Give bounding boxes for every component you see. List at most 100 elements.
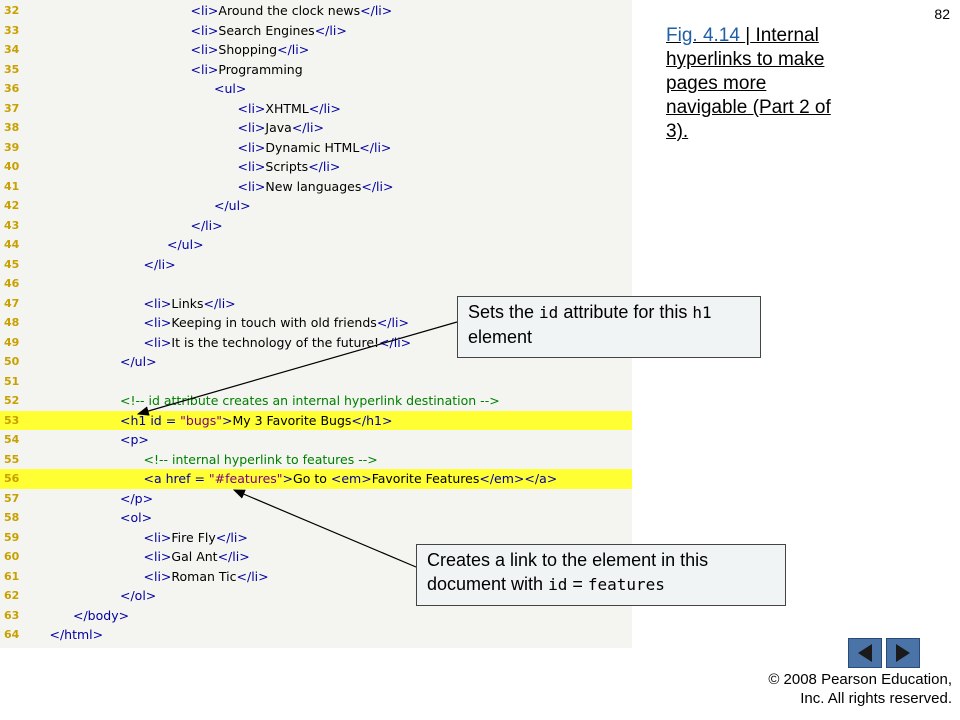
code-line: 40 <li>Scripts</li>: [0, 157, 632, 177]
code-token-txt: Dynamic HTML: [265, 139, 360, 155]
copyright-line-2: Inc. All rights reserved.: [800, 690, 952, 707]
line-number: 42: [4, 199, 20, 212]
line-number: 49: [4, 335, 20, 349]
line-number: 52: [4, 394, 20, 407]
code-text: <li>New languages</li>: [238, 177, 394, 197]
line-number: 61: [4, 569, 20, 583]
line-number: 38: [4, 121, 20, 134]
line-number: 35: [4, 62, 20, 76]
line-number: 45: [4, 257, 20, 271]
code-line: 61 <li>Roman Tic</li>: [0, 567, 632, 587]
copyright-line-1: © 2008 Pearson Education,: [768, 671, 952, 688]
figure-label-link[interactable]: Fig. 4.14: [666, 25, 746, 46]
code-text: <li>Roman Tic</li>: [144, 567, 269, 587]
code-text: <h1 id = "bugs">My 3 Favorite Bugs</h1>: [120, 411, 392, 431]
previous-slide-button[interactable]: [848, 638, 882, 668]
code-token-tag: </li>: [215, 529, 248, 545]
code-text: <li>Keeping in touch with old friends</l…: [144, 313, 409, 333]
code-token-tag: </li>: [190, 217, 223, 233]
code-line: 39<li>Dynamic HTML</li>: [0, 138, 632, 158]
code-text: <li>Java</li>: [238, 118, 324, 138]
code-line: 41<li>New languages</li>: [0, 177, 632, 197]
line-number: 57: [4, 491, 20, 505]
code-line-highlighted: 53 <h1 id = "bugs">My 3 Favorite Bugs</h1…: [0, 410, 632, 431]
code-token-tag: <li>: [143, 549, 172, 564]
code-token-tag: </p>: [120, 490, 154, 506]
code-token-tag: <li>: [190, 61, 219, 77]
code-token-tag: </li>: [236, 568, 269, 584]
code-text: <li>Scripts</li>: [238, 157, 341, 177]
code-line: 36<ul>: [0, 79, 632, 99]
line-number: 53: [4, 413, 20, 427]
code-token-tag: <li>: [237, 178, 266, 194]
code-token-txt: New languages: [265, 178, 362, 194]
code-text: </ol>: [120, 586, 156, 606]
code-line: 62</ol>: [0, 586, 632, 606]
code-token-txt: Search Engines: [218, 22, 315, 38]
code-token-tag: </ol>: [120, 588, 157, 603]
line-number: 60: [4, 550, 20, 563]
code-token-txt: Links: [171, 295, 204, 311]
code-token-tag: </li>: [277, 42, 310, 57]
code-token-tag: <li>: [237, 139, 266, 155]
code-text: <ul>: [214, 79, 246, 99]
code-token-tag: <li>: [143, 295, 172, 311]
callout-text: attribute for this: [558, 302, 693, 322]
code-text: <li>Links</li>: [144, 294, 236, 314]
code-token-txt: Gal Ant: [171, 549, 218, 564]
line-number: 40: [4, 160, 20, 173]
code-token-txt: My 3 Favorite Bugs: [232, 412, 352, 428]
line-number: 34: [4, 43, 20, 56]
code-text: <!-- internal hyperlink to features -->: [144, 450, 378, 470]
code-token-tag: <li>: [237, 120, 266, 135]
line-number: 50: [4, 355, 20, 368]
code-text: </p>: [120, 489, 153, 509]
code-line: 57 </p>: [0, 489, 632, 509]
line-number: 37: [4, 101, 20, 115]
code-token-tag: <li>: [190, 3, 219, 18]
code-token-tag: <li>: [237, 100, 266, 116]
code-token-cmt: <!-- id attribute creates an internal hy…: [120, 393, 500, 408]
code-token-tag: <li>: [143, 315, 172, 330]
copyright-notice: © 2008 Pearson Education, Inc. All right…: [768, 670, 952, 708]
code-line: 52 <!-- id attribute creates an internal …: [0, 391, 632, 411]
code-token-tag: </li>: [361, 178, 394, 194]
line-number: 43: [4, 218, 20, 232]
line-highlight: [0, 410, 632, 430]
code-text: </ul>: [214, 196, 251, 216]
line-number: 51: [4, 374, 20, 388]
callout-code-term: id: [548, 575, 568, 594]
code-token-tag: </li>: [376, 315, 409, 330]
code-text: <li>Fire Fly</li>: [144, 528, 248, 548]
code-line: 59<li>Fire Fly</li>: [0, 528, 632, 548]
next-slide-button[interactable]: [886, 638, 920, 668]
code-line: 42 </ul>: [0, 196, 632, 216]
code-line: 58<ol>: [0, 508, 632, 528]
code-token-txt: It is the technology of the future!: [171, 334, 380, 350]
code-token-txt: Go to: [293, 471, 331, 486]
code-text: </li>: [191, 216, 223, 236]
figure-title: Fig. 4.14 | Internal hyperlinks to make …: [666, 24, 846, 144]
code-line: 46: [0, 274, 632, 294]
line-number: 48: [4, 316, 20, 329]
code-line: 33<li>Search Engines</li>: [0, 21, 632, 41]
triangle-right-icon: [896, 644, 910, 662]
line-number: 33: [4, 23, 20, 37]
code-token-tag: </li>: [314, 22, 347, 38]
code-line: 34<li>Shopping</li>: [0, 40, 632, 60]
code-token-txt: Keeping in touch with old friends: [171, 315, 377, 330]
line-number: 44: [4, 238, 20, 251]
code-token-tag: <li>: [190, 42, 219, 57]
line-number: 58: [4, 511, 20, 524]
code-text: </body>: [73, 606, 129, 626]
callout-text: Creates a link to the element in this do…: [427, 550, 709, 594]
code-token-tag: </li>: [291, 120, 324, 135]
code-token-tag: </ul>: [214, 198, 251, 213]
code-line: 37<li>XHTML</li>: [0, 99, 632, 119]
callout-text: element: [468, 327, 533, 347]
code-token-str: "#features": [208, 471, 283, 486]
code-text: <!-- id attribute creates an internal hy…: [120, 391, 500, 411]
line-number: 47: [4, 296, 20, 310]
code-line: 43 </li>: [0, 216, 632, 236]
code-text: </li>: [144, 255, 176, 275]
